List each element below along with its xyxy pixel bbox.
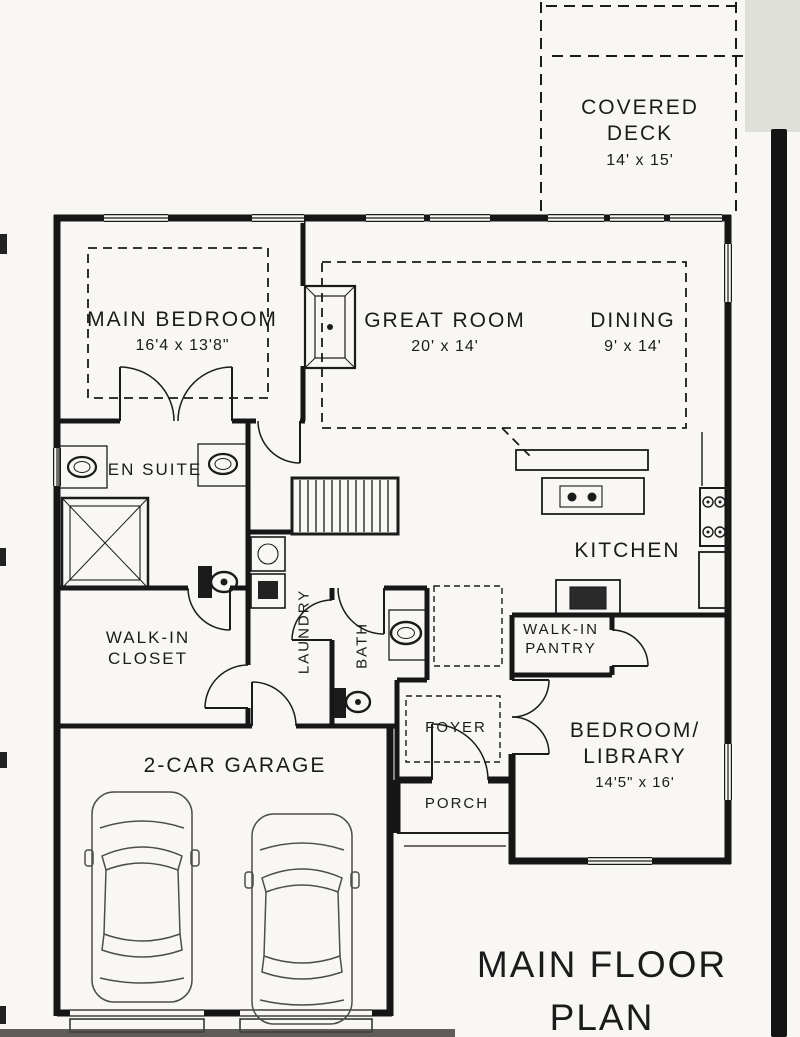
- kitchen-island: [515, 449, 649, 515]
- room-name: 2-CAR GARAGE: [143, 754, 327, 777]
- scan-artifact: [0, 548, 6, 566]
- scan-artifact: [0, 752, 7, 768]
- fireplace: [303, 284, 357, 370]
- room-label-porch: PORCH: [413, 795, 501, 814]
- bath-sink-icon: [388, 609, 428, 661]
- scan-artifact: [0, 1006, 6, 1024]
- room-name: WALK-IN: [105, 628, 191, 647]
- plan-title-line2: PLAN: [549, 997, 655, 1037]
- room-dims: 20' x 14': [411, 338, 479, 356]
- room-label-bedroom-library: BEDROOM/ LIBRARY 14'5" x 16': [545, 718, 725, 792]
- room-name: BATH: [353, 621, 371, 669]
- room-label-walk-in-closet: WALK-IN CLOSET: [88, 627, 208, 670]
- room-name: KITCHEN: [574, 539, 681, 562]
- door-swings: [119, 366, 649, 781]
- room-name: PORCH: [424, 795, 490, 812]
- room-label-kitchen: KITCHEN: [565, 538, 690, 564]
- vanity-sink-icon: [58, 443, 249, 489]
- room-dims: 14' x 15': [606, 151, 674, 169]
- room-name: GREAT ROOM: [364, 309, 526, 332]
- room-name: EN SUITE: [107, 460, 203, 479]
- room-name: LAUNDRY: [295, 588, 313, 675]
- kitchen-sink-icon: [555, 579, 621, 617]
- room-label-garage: 2-CAR GARAGE: [115, 753, 355, 779]
- room-label-dining: DINING 9' x 14': [578, 308, 688, 357]
- room-name: BEDROOM/: [569, 719, 701, 742]
- room-dims: 16'4 x 13'8": [135, 337, 230, 355]
- room-label-covered-deck: COVERED DECK 14' x 15': [560, 95, 720, 171]
- room-name: LIBRARY: [583, 745, 687, 769]
- room-label-laundry: LAUNDRY: [296, 581, 315, 681]
- plan-title-line1: MAIN FLOOR: [476, 944, 728, 985]
- room-name: FOYER: [425, 719, 487, 736]
- scan-artifact: [0, 1029, 455, 1037]
- shower-icon: [60, 496, 150, 590]
- room-label-foyer: FOYER: [413, 719, 499, 738]
- scan-artifact: [771, 129, 787, 1037]
- scan-artifact: [0, 234, 7, 254]
- room-name: DINING: [590, 309, 676, 332]
- room-label-walk-in-pantry: WALK-IN PANTRY: [513, 621, 609, 659]
- plan-title: MAIN FLOOR PLAN: [462, 938, 742, 1037]
- scan-artifact: [745, 0, 800, 132]
- room-name: PANTRY: [525, 639, 597, 657]
- room-label-en-suite: EN SUITE: [95, 459, 215, 480]
- room-name: DECK: [606, 122, 674, 146]
- hall-dashed-outline: [405, 585, 503, 763]
- stairs: [290, 476, 400, 536]
- room-name: COVERED: [581, 96, 699, 119]
- interior-walls: [57, 218, 728, 780]
- room-label-bath: BATH: [354, 605, 373, 685]
- car-icon: [84, 791, 200, 1003]
- room-label-great-room: GREAT ROOM 20' x 14': [355, 308, 535, 357]
- laundry-appliance-icon: [250, 536, 286, 609]
- bath-toilet-icon: [334, 688, 372, 718]
- room-name: WALK-IN: [523, 621, 599, 638]
- windows: [52, 213, 733, 866]
- ceiling-dashed-lines: [87, 247, 687, 459]
- room-label-main-bedroom: MAIN BEDROOM 16'4 x 13'8": [70, 307, 295, 356]
- car-icon: [244, 813, 360, 1025]
- room-dims: 9' x 14': [604, 338, 662, 356]
- refrigerator-icon: [698, 551, 729, 609]
- room-name: CLOSET: [107, 649, 189, 669]
- room-dims: 14'5" x 16': [595, 773, 675, 791]
- toilet-icon: [198, 566, 239, 598]
- porch-steps: [397, 832, 512, 847]
- range-icon: [699, 487, 729, 547]
- room-name: MAIN BEDROOM: [87, 308, 278, 331]
